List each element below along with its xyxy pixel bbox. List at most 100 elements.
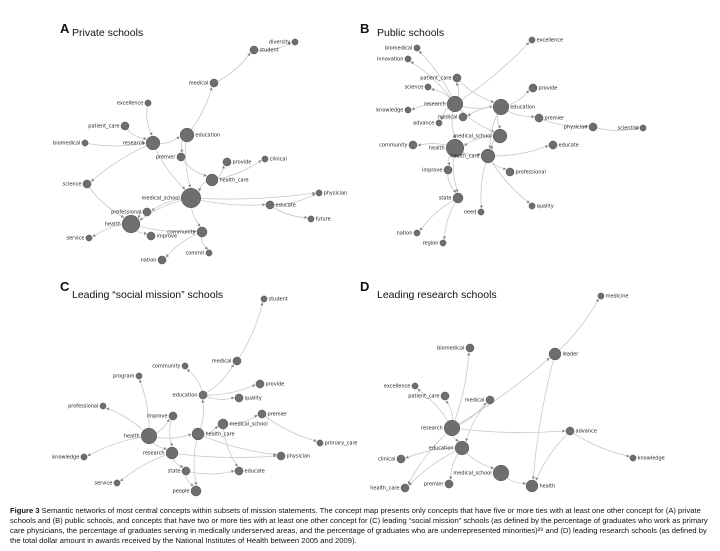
node-label-knowledge: knowledge (52, 455, 79, 461)
node-physician (276, 451, 286, 461)
node-community (408, 140, 418, 150)
node-label-future: future (316, 217, 331, 223)
node-research (145, 135, 161, 151)
node-clinical (396, 454, 406, 464)
node-label-premier: premier (424, 482, 445, 488)
node-future (307, 215, 315, 223)
node-label-medical: medical (438, 115, 458, 121)
edge-health_care-people (193, 433, 199, 486)
node-label-science: science (405, 85, 424, 91)
node-label-physician: physician (324, 191, 348, 197)
node-label-people: people (173, 489, 190, 495)
edge-health-program (139, 379, 150, 437)
node-label-health_care: health_care (219, 178, 248, 184)
node-knowledge (629, 454, 637, 462)
node-community (196, 226, 208, 238)
node-label-improve: improve (147, 414, 167, 420)
edge-premier-primary_care (261, 413, 317, 443)
node-label-health_care: health_care (205, 432, 234, 438)
node-quality (528, 202, 536, 210)
node-label-research: research (424, 102, 446, 108)
network-graph: excellencebiomedicalinnovationsciencepat… (376, 36, 647, 247)
edge-health_care-quality (487, 155, 530, 204)
edge-medical-student (236, 302, 264, 362)
node-excellence (411, 382, 419, 390)
node-label-medical_school: medical_school (230, 422, 268, 428)
node-excellence (528, 36, 536, 44)
caption-text: Semantic networks of most central concep… (10, 506, 708, 545)
node-science (424, 83, 432, 91)
node-label-leader: leader (562, 352, 579, 358)
node-nation (157, 255, 167, 265)
edge-improve-research (169, 415, 174, 447)
edge-education-medical (202, 364, 234, 396)
node-improve (443, 165, 453, 175)
node-medical (232, 356, 242, 366)
node-health_care (480, 148, 496, 164)
node-label-nation: nation (397, 231, 413, 237)
node-advance (565, 426, 575, 436)
node-label-advance: advance (413, 121, 434, 127)
edge-research-medical_school (152, 142, 186, 190)
node-professional (505, 167, 515, 177)
node-physician (315, 189, 323, 197)
panel-title: Leading “social mission” schools (72, 289, 224, 301)
node-service (85, 234, 93, 242)
node-educate (548, 140, 558, 150)
node-research (443, 419, 461, 437)
node-label-research: research (421, 426, 443, 432)
node-label-medicine: medicine (606, 294, 629, 300)
edge-education-community (186, 369, 204, 396)
node-medical (485, 395, 495, 405)
node-label-clinical: clinical (270, 157, 287, 163)
node-label-professional: professional (516, 170, 546, 176)
node-label-innovation: innovation (377, 57, 403, 63)
network-graph: studentmedicalcommunityprogramprovideedu… (52, 295, 358, 497)
node-medical_school (181, 188, 201, 208)
node-label-medical_school: medical_school (142, 196, 180, 202)
node-advance (435, 119, 443, 127)
node-medicine (597, 292, 605, 300)
node-premier (534, 113, 544, 123)
node-medical_school (217, 418, 229, 430)
node-label-region: region (423, 241, 439, 247)
node-commit (205, 249, 213, 257)
node-label-provide: provide (233, 160, 252, 166)
node-knowledge (404, 106, 412, 114)
edge-education-provide (202, 384, 256, 396)
node-knowledge (80, 453, 88, 461)
node-state (181, 466, 191, 476)
node-provide (255, 379, 265, 389)
panel-title: Leading research schools (377, 289, 497, 301)
figure-caption: Figure 3 Semantic networks of most centr… (10, 506, 710, 546)
edge-education-health_care (408, 447, 463, 486)
node-research (165, 446, 179, 460)
node-label-research: research (123, 141, 145, 147)
caption-label: Figure 3 (10, 506, 40, 515)
node-biomedical (465, 343, 475, 353)
node-label-state: state (168, 469, 181, 475)
node-label-education: education (173, 393, 198, 399)
node-label-medical_school: medical_school (453, 134, 491, 140)
node-biomedical (81, 139, 89, 147)
node-health (525, 479, 539, 493)
node-label-patient_care: patient_care (420, 76, 451, 82)
edge-research-science (90, 142, 154, 182)
panel-letter: D (360, 279, 370, 294)
node-label-patient_care: patient_care (88, 124, 119, 130)
node-research (446, 95, 464, 113)
node-label-medical_school: medical_school (453, 471, 491, 477)
node-nation (413, 229, 421, 237)
edge-health-knowledge (87, 435, 150, 457)
node-medical_school (492, 128, 508, 144)
node-label-physician: physician (287, 454, 311, 460)
node-label-health: health (429, 146, 445, 152)
node-label-excellence: excellence (537, 38, 564, 44)
node-label-knowledge: knowledge (376, 108, 403, 114)
node-educate (265, 200, 275, 210)
node-health_care (400, 483, 410, 493)
node-label-diversity: diversity (269, 40, 291, 46)
